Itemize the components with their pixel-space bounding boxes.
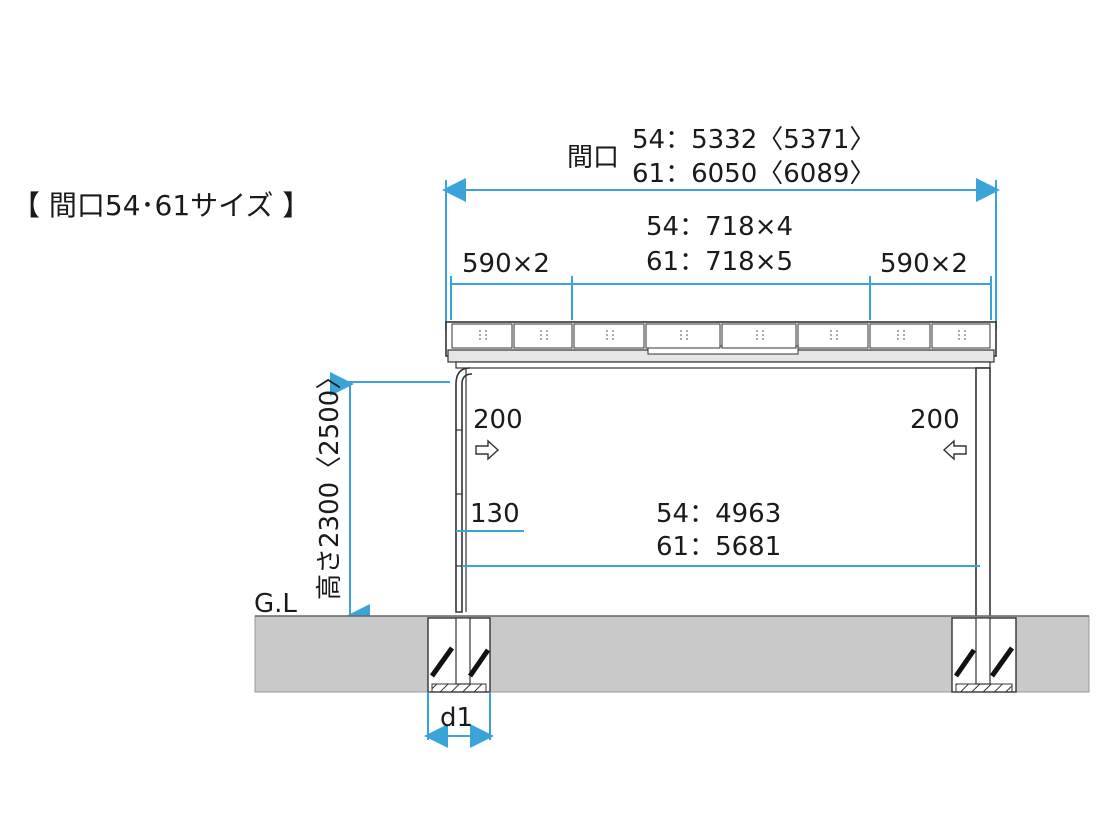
overall-width-dimension (442, 178, 1000, 330)
span-label-line2: 61：5681 (656, 532, 781, 562)
panel-dimension (450, 276, 992, 320)
roof-panel (869, 323, 931, 349)
footing-label: d1 (440, 703, 473, 733)
roof-panel (573, 323, 645, 349)
footing-width-dimension (424, 692, 494, 748)
left-arrow-icon (942, 439, 967, 461)
ground-label: G.L (254, 589, 297, 619)
left-post (455, 367, 473, 613)
right-footing (951, 617, 1017, 693)
panel-label-center-line2: 61：718×5 (646, 247, 793, 277)
span-label-line1: 54：4963 (656, 499, 781, 529)
roof-panel (513, 323, 573, 349)
height-label: 高さ2300〈2500〉 (315, 364, 345, 600)
panel-label-center-line1: 54：718×4 (646, 212, 793, 242)
roof-panel (451, 323, 513, 349)
left-footing (427, 617, 491, 693)
roof-panel (645, 323, 721, 349)
roof-panel (797, 323, 869, 349)
right-post (975, 367, 991, 619)
width-prefix-label: 間口 (567, 143, 619, 173)
width-label-line2: 61：6050〈6089〉 (632, 159, 875, 189)
panel-label-left: 590×2 (462, 249, 550, 279)
height-dimension (330, 372, 450, 628)
width-label-line1: 54：5332〈5371〉 (632, 125, 875, 155)
offset-left-label: 200 (473, 405, 523, 435)
front-beam (455, 361, 991, 369)
offset-right-label: 200 (910, 405, 960, 435)
roof-panel (931, 323, 991, 349)
diagram-title: 【 間口54･61サイズ 】 (12, 189, 310, 222)
roof-panel (721, 323, 797, 349)
roof (445, 321, 997, 363)
right-arrow-icon (475, 439, 500, 461)
panel-label-right: 590×2 (880, 249, 968, 279)
post-offset-label: 130 (470, 499, 520, 529)
